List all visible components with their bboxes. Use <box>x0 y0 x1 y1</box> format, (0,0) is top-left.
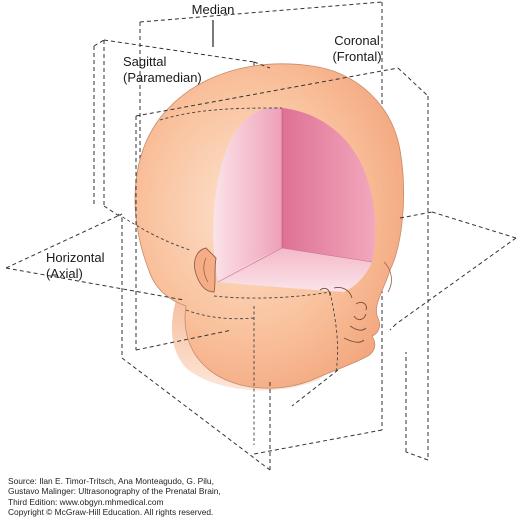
head-section-contours <box>117 107 339 445</box>
median-plane <box>139 1 383 455</box>
source-line-3: Third Edition: www.obgyn.mhmedical.com <box>8 496 164 507</box>
horizontal-plane <box>5 211 517 407</box>
coronal-label: Coronal (Frontal) <box>332 33 382 64</box>
median-label: Median <box>191 2 235 17</box>
coronal-plane-front <box>135 67 429 461</box>
sagittal-label: Sagittal (Paramedian) <box>123 54 202 85</box>
brain-sagittal-face <box>213 107 282 283</box>
horizontal-label: Horizontal (Axial) <box>46 250 105 281</box>
source-line-2: Gustavo Malinger: Ultrasonography of the… <box>8 486 221 497</box>
source-line-1: Source: Ilan E. Timor-Tritsch, Ana Monte… <box>8 476 214 486</box>
brain-axial-face <box>218 248 372 292</box>
copyright-line: Copyright © McGraw-Hill Education. All r… <box>8 507 214 518</box>
facial-features <box>319 287 367 343</box>
brain-cutaway <box>213 107 376 292</box>
sagittal-plane <box>93 39 271 471</box>
brain-coronal-face <box>282 108 376 262</box>
source-credit: Source: Ilan E. Timor-Tritsch, Ana Monte… <box>8 476 221 518</box>
ear <box>194 247 217 293</box>
